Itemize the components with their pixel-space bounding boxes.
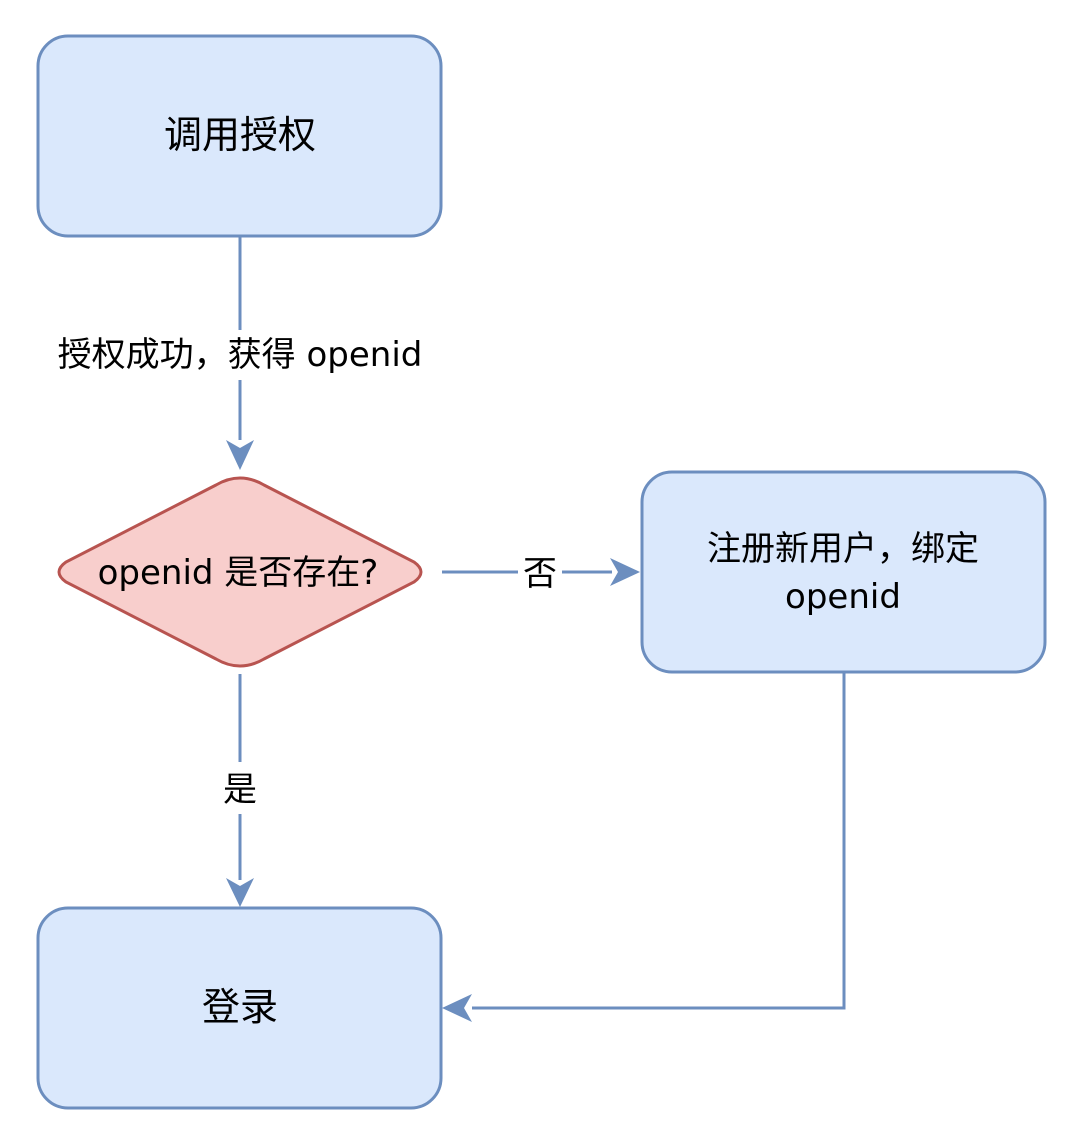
node-check-openid-label: openid 是否存在? [98, 553, 379, 593]
edge-decision-to-register [442, 558, 640, 586]
edge-label-no: 否 [523, 554, 557, 594]
edge-auth-to-decision [226, 236, 254, 470]
node-check-openid[interactable]: openid 是否存在? [57, 476, 423, 668]
edge-decision-to-login [226, 674, 254, 907]
node-call-auth[interactable]: 调用授权 [36, 34, 443, 238]
arrow-head-down-icon [226, 878, 254, 907]
arrow-head-left-icon [442, 994, 472, 1022]
edge-label-yes: 是 [223, 770, 257, 810]
node-register-label-line2: openid [785, 577, 901, 617]
edge-register-to-login [442, 672, 846, 1022]
node-login-label: 登录 [202, 985, 278, 1029]
node-register-label-line1: 注册新用户，绑定 [707, 529, 979, 569]
edge-label-auth-success: 授权成功，获得 openid [58, 335, 423, 375]
node-register[interactable]: 注册新用户，绑定 openid [640, 470, 1047, 674]
arrow-head-right-icon [610, 558, 640, 586]
node-call-auth-label: 调用授权 [164, 113, 316, 157]
arrow-head-down-icon [226, 440, 254, 470]
node-login[interactable]: 登录 [36, 906, 443, 1110]
